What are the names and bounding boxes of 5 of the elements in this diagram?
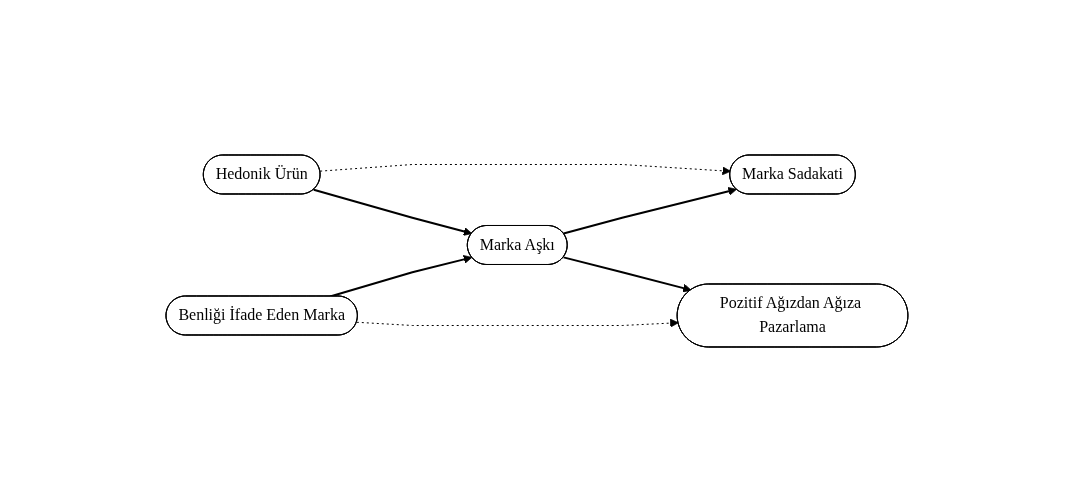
arrow — [562, 255, 692, 292]
arrow — [312, 188, 473, 236]
arrow — [562, 186, 737, 235]
arrow — [319, 163, 731, 175]
arrow — [356, 318, 679, 327]
